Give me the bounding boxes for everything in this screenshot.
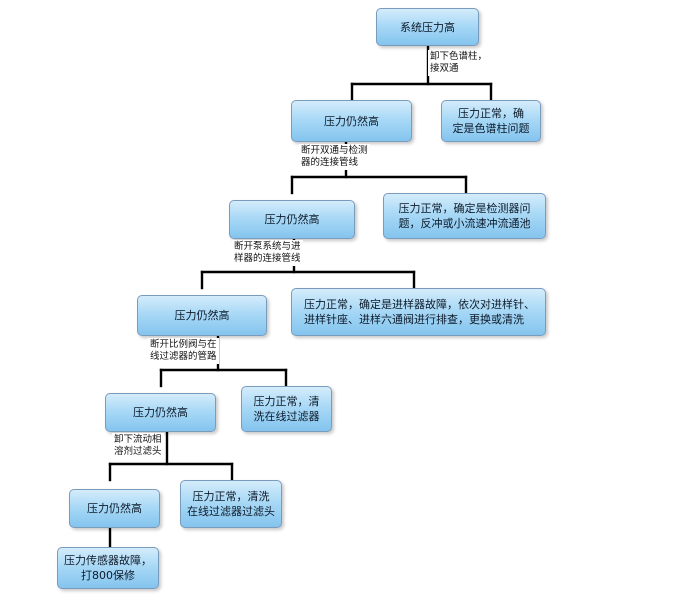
step-label-disconnect-detector: 断开双通与检测器的连接管线 <box>299 144 370 170</box>
step-label-remove-column: 卸下色谱柱，接双通 <box>428 50 490 76</box>
step-label-disconnect-pump: 断开泵系统与进样器的连接管线 <box>232 240 303 266</box>
node-column-problem: 压力正常，确定是色谱柱问题 <box>441 100 541 142</box>
node-detector-problem: 压力正常，确定是检测器问题，反冲或小流速冲流通池 <box>383 193 546 239</box>
node-clean-inline-filter: 压力正常，清洗在线过滤器 <box>241 386 332 432</box>
step-label-remove-solvent-filter: 卸下流动相溶剂过滤头 <box>112 433 164 459</box>
node-pressure-still-high-5: 压力仍然高 <box>69 489 160 528</box>
node-injector-fault: 压力正常，确定是进样器故障，依次对进样针、进样针座、进样六通阀进行排查，更换或清… <box>291 288 546 336</box>
node-pressure-still-high-2: 压力仍然高 <box>229 200 355 239</box>
step-label-disconnect-valve: 断开比例阀与在线过滤器的管路 <box>148 338 219 364</box>
node-pressure-still-high-4: 压力仍然高 <box>105 393 216 432</box>
node-pressure-still-high-3: 压力仍然高 <box>137 295 267 336</box>
node-sensor-fault: 压力传感器故障，打800保修 <box>57 547 159 589</box>
node-system-pressure-high: 系统压力高 <box>376 8 479 46</box>
node-clean-filter-head: 压力正常，清洗在线过滤器过滤头 <box>180 480 282 528</box>
node-pressure-still-high-1: 压力仍然高 <box>291 100 412 142</box>
